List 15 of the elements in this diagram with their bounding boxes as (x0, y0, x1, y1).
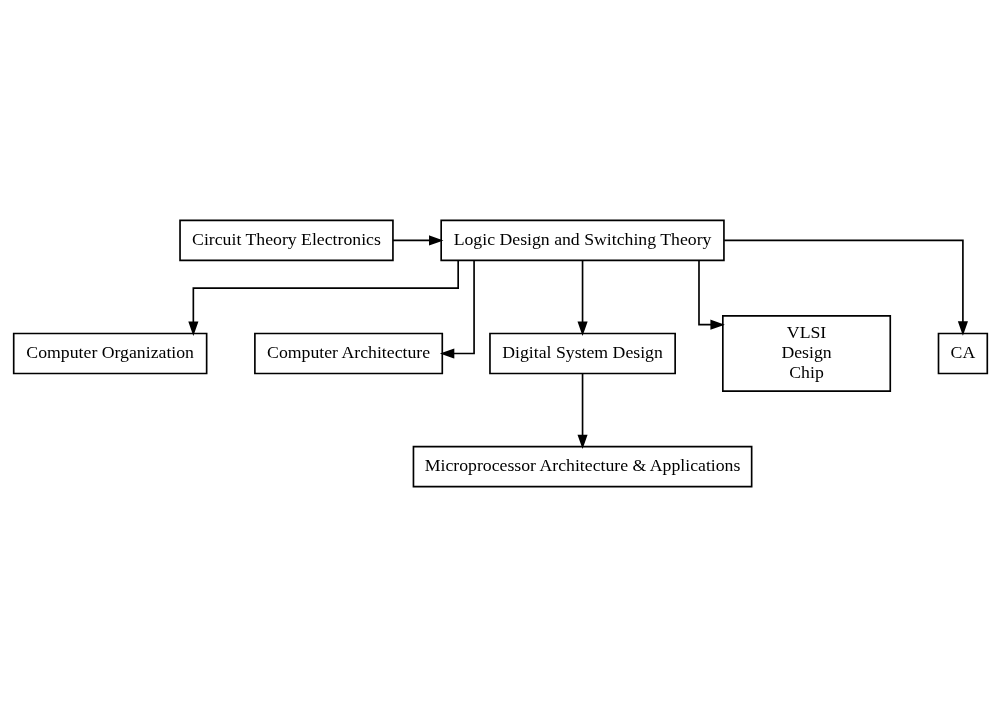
node-box: Microprocessor Architecture & Applications (412, 445, 753, 488)
arrow (577, 372, 588, 450)
node-box: Logic Design and Switching Theory (440, 219, 725, 262)
node-box: Circuit Theory Electronics (179, 219, 394, 262)
node-box: Computer Architecture (254, 332, 444, 375)
arrow (392, 235, 444, 246)
node-box: VLSI Design Chip (722, 314, 892, 393)
arrow (577, 259, 588, 336)
arrow (188, 260, 459, 337)
node-box: CA (937, 332, 989, 375)
node-box: Computer Organization (12, 332, 208, 375)
arrow (723, 239, 968, 336)
arrow (698, 259, 725, 330)
node-box: Digital System Design (489, 332, 676, 375)
arrow (439, 259, 475, 359)
